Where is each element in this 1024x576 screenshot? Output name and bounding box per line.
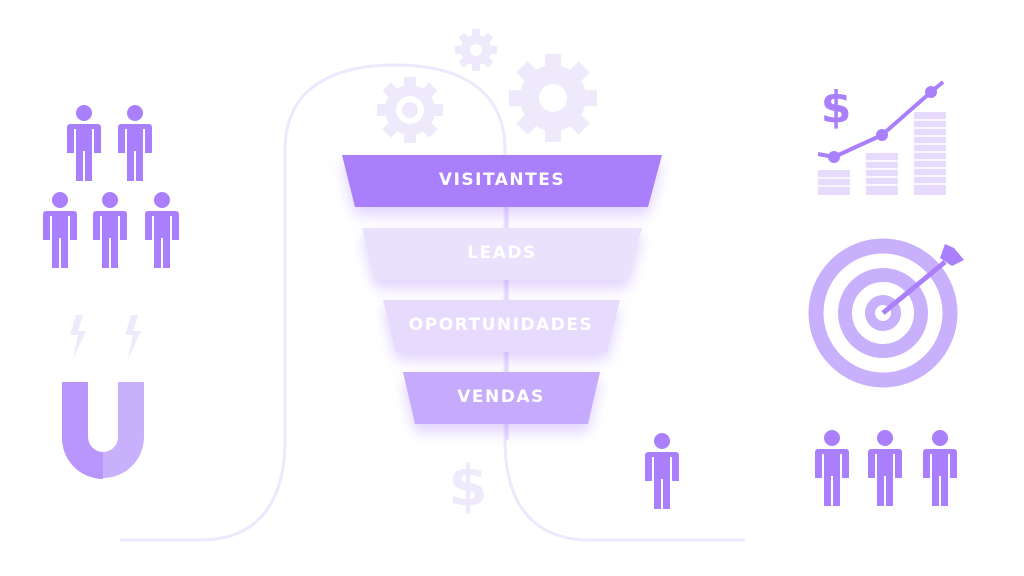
dollar-icon: $ [821, 82, 852, 133]
gears-icon [377, 29, 597, 143]
growth-chart-icon: $ [817, 80, 946, 195]
funnel-label: LEADS [467, 243, 536, 263]
person-icon [868, 430, 902, 506]
person-icon [67, 105, 101, 181]
dart-icon [881, 260, 947, 315]
funnel-stage-vendas: VENDAS [403, 372, 600, 424]
funnel-label: VISITANTES [439, 170, 565, 190]
people-group-icon [815, 430, 957, 506]
person-icon [815, 430, 849, 506]
target-icon [808, 238, 964, 388]
magnet-icon [61, 315, 144, 480]
background-curve [120, 63, 745, 542]
people-group-icon [43, 105, 179, 268]
person-icon [93, 192, 127, 268]
funnel-stage-leads: LEADS [362, 228, 642, 280]
funnel-label: VENDAS [457, 387, 545, 407]
dollar-icon: $ [449, 454, 488, 519]
person-icon [923, 430, 957, 506]
person-icon [145, 192, 179, 268]
funnel-stage-visitantes: VISITANTES [342, 155, 662, 207]
funnel-label: OPORTUNIDADES [409, 315, 593, 335]
person-icon [645, 433, 679, 509]
person-icon [43, 192, 77, 268]
funnel-stage-oportunidades: OPORTUNIDADES [383, 300, 620, 352]
lightning-icon [70, 315, 86, 359]
person-icon [118, 105, 152, 181]
lightning-icon [125, 315, 141, 359]
